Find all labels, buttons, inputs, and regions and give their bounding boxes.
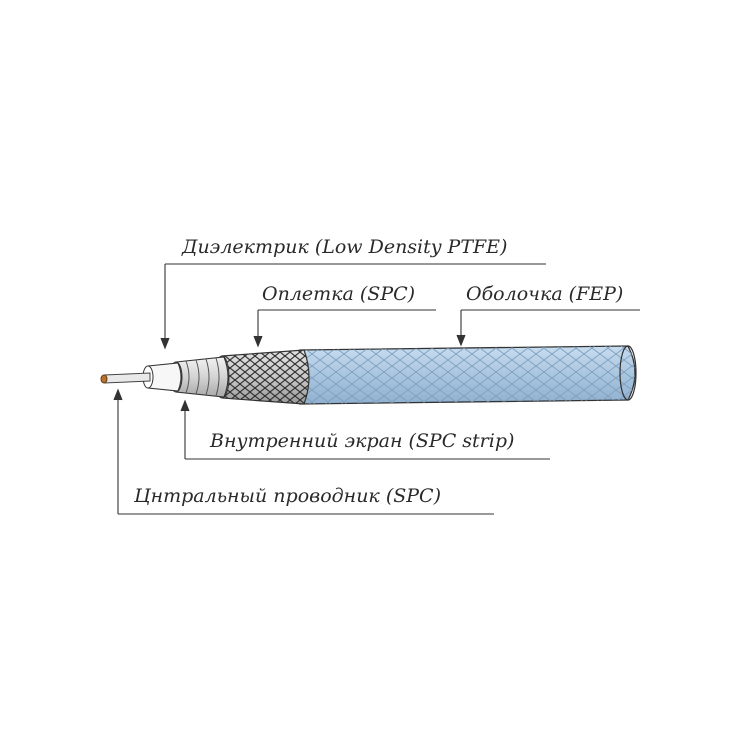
- label-dielectric: Диэлектрик (Low Density PTFE): [182, 236, 508, 258]
- dielectric-layer: [142, 362, 182, 392]
- braid-layer: [214, 349, 310, 405]
- label-inner-shield: Внутренний экран (SPC strip): [210, 430, 515, 452]
- label-center-conductor: Цнтральный проводник (SPC): [134, 485, 441, 507]
- label-jacket: Оболочка (FEP): [466, 283, 624, 305]
- center-conductor: [100, 372, 151, 384]
- jacket-layer: [299, 345, 637, 405]
- label-braid: Оплетка (SPC): [262, 283, 416, 305]
- leader-lines: [113, 263, 640, 515]
